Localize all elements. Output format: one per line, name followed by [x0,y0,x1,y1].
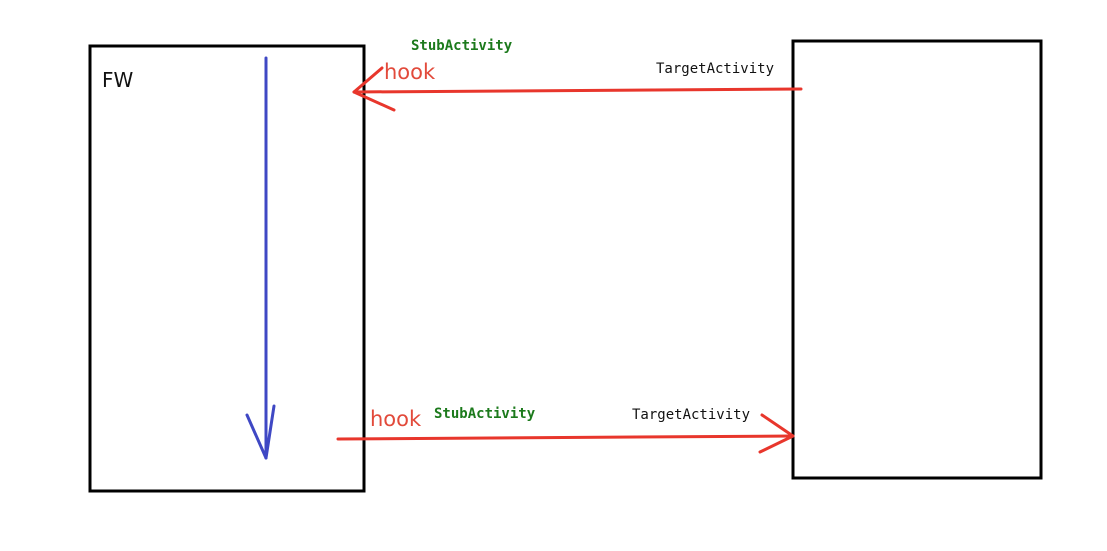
target-box [791,39,1043,480]
top-flow-arrow [352,66,803,112]
top-arrow-head [352,66,396,112]
top-arrow-shaft [352,87,803,94]
top-hook-label: hook [384,60,436,84]
bottom-arrow-shaft [336,434,795,441]
bottom-arrow-head [758,413,795,454]
top-target-activity-label: TargetActivity [656,61,774,77]
top-stub-activity-label: StubActivity [411,38,513,54]
bottom-stub-activity-label: StubActivity [434,406,536,422]
bottom-hook-label: hook [370,407,422,431]
framework-box [88,44,366,493]
vertical-arrow-head [245,404,276,460]
vertical-flow-arrow [245,56,276,460]
bottom-flow-arrow [336,413,795,454]
framework-label: FW [102,68,134,92]
bottom-target-activity-label: TargetActivity [632,407,750,423]
